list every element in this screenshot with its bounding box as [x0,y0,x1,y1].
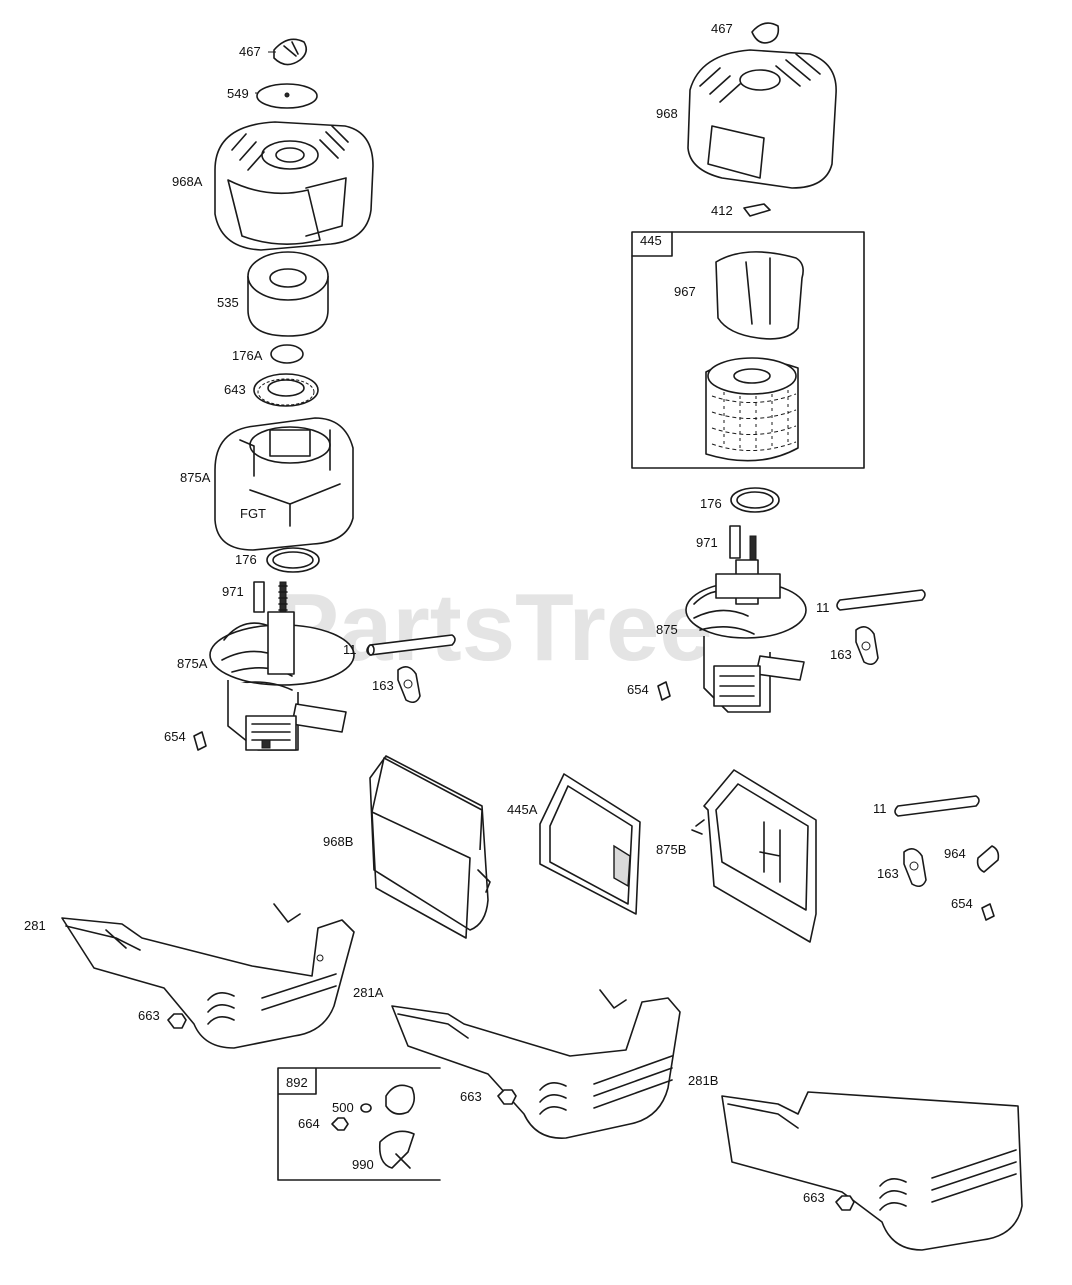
pre-filter-part-967[interactable] [715,251,804,340]
air-cleaner-base-part-875[interactable] [685,559,807,713]
gasket-part-163-left[interactable] [397,666,421,704]
gasket-part-176-right[interactable] [730,487,780,513]
label-176A: 176A [232,348,263,363]
label-967: 967 [674,284,696,299]
clamp-part-990[interactable] [378,1130,415,1169]
label-654-right: 654 [627,682,649,697]
label-176-left: 176 [235,552,257,567]
bracket-part-281[interactable] [61,903,355,1049]
clip-part-412[interactable] [743,203,771,217]
air-cleaner-cover-part-968[interactable] [687,49,837,189]
air-cleaner-cover-part-968A[interactable] [214,121,374,251]
label-990: 990 [352,1157,374,1172]
washer-part-549[interactable] [256,83,318,109]
label-11-far: 11 [873,801,887,816]
label-875A-lower: 875A [177,656,208,671]
label-467-right: 467 [711,21,733,36]
tube-part-11-far[interactable] [894,795,980,817]
label-875: 875 [656,622,678,637]
o-ring-part-176A[interactable] [270,344,304,364]
gasket-part-163-far[interactable] [903,848,927,888]
label-11-left: 11 [343,642,357,657]
pre-cleaner-part-535[interactable] [247,251,329,337]
washer-part-500[interactable] [360,1103,372,1113]
air-cleaner-base-part-875A-upper[interactable]: FGT [214,417,354,551]
label-663-c: 663 [803,1190,825,1205]
air-cleaner-base-part-875A-lower[interactable] [209,611,355,751]
label-163-right: 163 [830,647,852,662]
seal-part-643[interactable] [253,373,319,407]
label-445A: 445A [507,802,538,817]
bushing-part-964[interactable] [976,845,1000,873]
clip-part-654-far[interactable] [981,903,995,921]
hardware-kit-box-part-892[interactable] [277,1067,441,1181]
bracket-part-281A[interactable] [391,989,681,1139]
label-643: 643 [224,382,246,397]
stamp-text: FGT [240,506,266,521]
tube-part-11-right[interactable] [836,589,926,611]
label-535: 535 [217,295,239,310]
label-176-right: 176 [700,496,722,511]
label-968A: 968A [172,174,203,189]
wing-nut-part-467[interactable] [273,38,308,66]
label-971-left: 971 [222,584,244,599]
wing-nut-part-467-right[interactable] [751,22,780,44]
nut-part-663-b[interactable] [497,1089,517,1105]
label-11-right: 11 [816,600,830,615]
part-labels: 467 549 968A 535 176A 643 875A 176 971 8… [24,21,973,1205]
gasket-part-176-left[interactable] [266,547,320,573]
label-968B: 968B [323,834,353,849]
air-cleaner-base-part-875B[interactable] [691,769,817,943]
label-664: 664 [298,1116,320,1131]
air-filter-cartridge[interactable] [705,357,799,462]
label-412: 412 [711,203,733,218]
clip-part-654-right[interactable] [657,681,671,701]
label-467-left: 467 [239,44,261,59]
label-163-far: 163 [877,866,899,881]
label-445: 445 [640,233,662,248]
nut-part-664[interactable] [331,1117,349,1131]
nut-part-663-c[interactable] [835,1195,855,1211]
label-654-far: 654 [951,896,973,911]
air-cleaner-cover-part-968B[interactable] [369,755,491,939]
gasket-part-163-right[interactable] [855,626,879,666]
label-968: 968 [656,106,678,121]
label-500: 500 [332,1100,354,1115]
label-971-right: 971 [696,535,718,550]
label-663-a: 663 [138,1008,160,1023]
knob-part-892[interactable] [385,1084,416,1115]
label-964: 964 [944,846,966,861]
tube-part-11-left[interactable] [366,634,456,656]
label-875A-upper: 875A [180,470,211,485]
label-281A: 281A [353,985,384,1000]
label-663-b: 663 [460,1089,482,1104]
air-filter-part-445A[interactable] [539,773,641,915]
bracket-part-281B[interactable] [721,1091,1023,1251]
nut-part-663-a[interactable] [167,1013,187,1029]
filter-kit-box-part-445[interactable] [631,231,865,469]
label-892: 892 [286,1075,308,1090]
label-281B: 281B [688,1073,718,1088]
label-281: 281 [24,918,46,933]
label-549: 549 [227,86,249,101]
label-163-left: 163 [372,678,394,693]
clip-part-654-left[interactable] [193,731,207,751]
label-654-left: 654 [164,729,186,744]
label-875B: 875B [656,842,686,857]
